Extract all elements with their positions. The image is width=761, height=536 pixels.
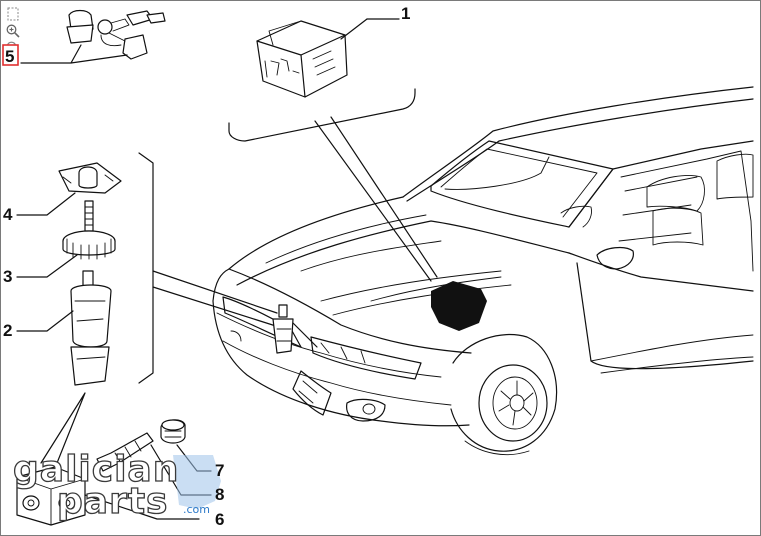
leader-6: [84, 494, 200, 520]
leader-3: [16, 254, 78, 278]
callout-3[interactable]: 3: [3, 267, 12, 286]
group-bracket: [138, 152, 154, 384]
zoom-in-icon[interactable]: [5, 23, 21, 39]
watermark-line1: galician: [13, 449, 179, 490]
car-illustration: [212, 86, 754, 456]
installed-sensor: [272, 304, 318, 354]
watermark-line2: parts: [57, 481, 168, 522]
leader-2: [16, 310, 74, 332]
part-5-sensor-harness[interactable]: [66, 9, 166, 60]
callout-8[interactable]: 8: [215, 485, 224, 504]
callout-4[interactable]: 4: [3, 205, 13, 224]
callout-2[interactable]: 2: [3, 321, 12, 340]
part-7-grommet[interactable]: [160, 419, 186, 444]
watermark-accent: [173, 455, 221, 509]
callout-5[interactable]: 5: [5, 47, 14, 66]
group-leader-b: [152, 286, 280, 328]
part-4-bracket[interactable]: [58, 162, 122, 194]
part-1-control-unit[interactable]: [228, 20, 416, 142]
callout-7[interactable]: 7: [215, 461, 224, 480]
leader-4: [16, 192, 76, 216]
leader-1-to-car-a: [314, 120, 432, 282]
part-6-connector[interactable]: [16, 466, 86, 526]
group-leader-a: [152, 270, 278, 314]
fit-page-icon[interactable]: [5, 6, 21, 22]
part-8-terminal[interactable]: [96, 432, 154, 472]
leader-1: [340, 18, 368, 40]
leader-2-to-connector: [40, 392, 86, 464]
selected-callout-highlight: [2, 44, 19, 66]
part-2-sensor-body[interactable]: [70, 270, 112, 386]
viewer-toolbar: [3, 3, 25, 49]
watermark-suffix: .com: [183, 503, 210, 516]
leader-5: [20, 44, 128, 64]
leader-1-to-car-b: [330, 116, 438, 278]
galician-parts-watermark: galician parts .com: [12, 448, 221, 523]
part-3-gear-with-stud[interactable]: [62, 200, 116, 260]
callout-1[interactable]: 1: [401, 4, 410, 23]
callout-6[interactable]: 6: [215, 510, 224, 529]
